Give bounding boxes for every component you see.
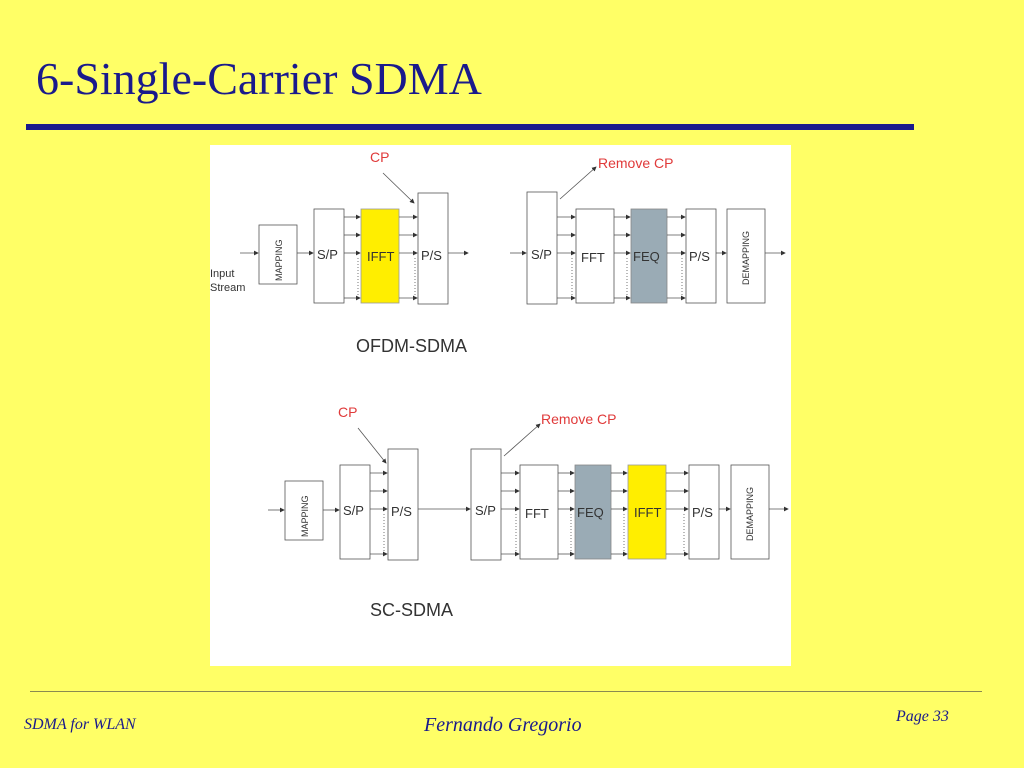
sc-feq-block [574, 464, 612, 560]
footer-page-number: Page 33 [896, 708, 949, 725]
footer-presentation-title: SDMA for WLAN [24, 716, 136, 733]
sc-sp-tx-block [339, 464, 371, 560]
ofdm-ps-rx-label: P/S [689, 249, 710, 264]
ofdm-input-label-1: Input [210, 268, 234, 280]
title-underline [26, 124, 914, 130]
sc-feq-label: FEQ [577, 505, 604, 520]
ofdm-input-label-2: Stream [210, 282, 245, 294]
sc-fft-label: FFT [525, 506, 549, 521]
ofdm-ps-tx-block [417, 192, 449, 305]
sc-ps-rx-block [688, 464, 720, 560]
ofdm-sp-tx-block [313, 208, 345, 304]
ofdm-ps-tx-label: P/S [421, 248, 442, 263]
sc-sp-rx-block [470, 448, 502, 561]
ofdm-demapping-block [726, 208, 766, 304]
ofdm-caption: OFDM-SDMA [356, 336, 467, 356]
ofdm-ps-rx-block [685, 208, 717, 304]
sc-ifft-block [627, 464, 667, 560]
sc-cp-label: CP [338, 404, 357, 420]
ofdm-fft-block [575, 208, 615, 304]
sc-ps-rx-label: P/S [692, 505, 713, 520]
ofdm-sp-tx-label: S/P [317, 247, 338, 262]
ofdm-ifft-block [360, 208, 400, 304]
footer-author: Fernando Gregorio [424, 714, 582, 736]
footer-rule [30, 691, 982, 692]
ofdm-sp-rx-label: S/P [531, 247, 552, 262]
ofdm-mapping-label: MAPPING [274, 239, 284, 281]
sc-ps-tx-label: P/S [391, 504, 412, 519]
sc-sp-rx-label: S/P [475, 503, 496, 518]
sc-demapping-block [730, 464, 770, 560]
sc-demapping-label: DEMAPPING [745, 487, 755, 541]
ofdm-mapping-block [258, 224, 298, 285]
sc-remove-cp-label: Remove CP [541, 411, 616, 427]
block-diagram-figure: CP Remove CP Input Stream MAPPING S/P IF… [210, 145, 791, 666]
ofdm-fft-label: FFT [581, 250, 605, 265]
ofdm-feq-block [630, 208, 668, 304]
ofdm-feq-label: FEQ [633, 249, 660, 264]
slide-title: 6-Single-Carrier SDMA [36, 53, 482, 104]
ofdm-sdma-diagram [240, 166, 786, 305]
sc-ifft-label: IFFT [634, 505, 661, 520]
sc-mapping-block [284, 480, 324, 541]
sc-sp-tx-label: S/P [343, 503, 364, 518]
sc-mapping-label: MAPPING [300, 495, 310, 537]
sc-fft-block [519, 464, 559, 560]
ofdm-demapping-label: DEMAPPING [741, 231, 751, 285]
ofdm-sp-rx-block [526, 191, 558, 305]
ofdm-remove-cp-label: Remove CP [598, 155, 673, 171]
sc-caption: SC-SDMA [370, 600, 453, 620]
block-diagram-svg: CP Remove CP Input Stream MAPPING S/P IF… [210, 149, 789, 620]
sc-ps-tx-block [387, 448, 419, 561]
sc-sdma-diagram [268, 423, 789, 561]
ofdm-ifft-label: IFFT [367, 249, 394, 264]
ofdm-cp-label: CP [370, 149, 389, 165]
